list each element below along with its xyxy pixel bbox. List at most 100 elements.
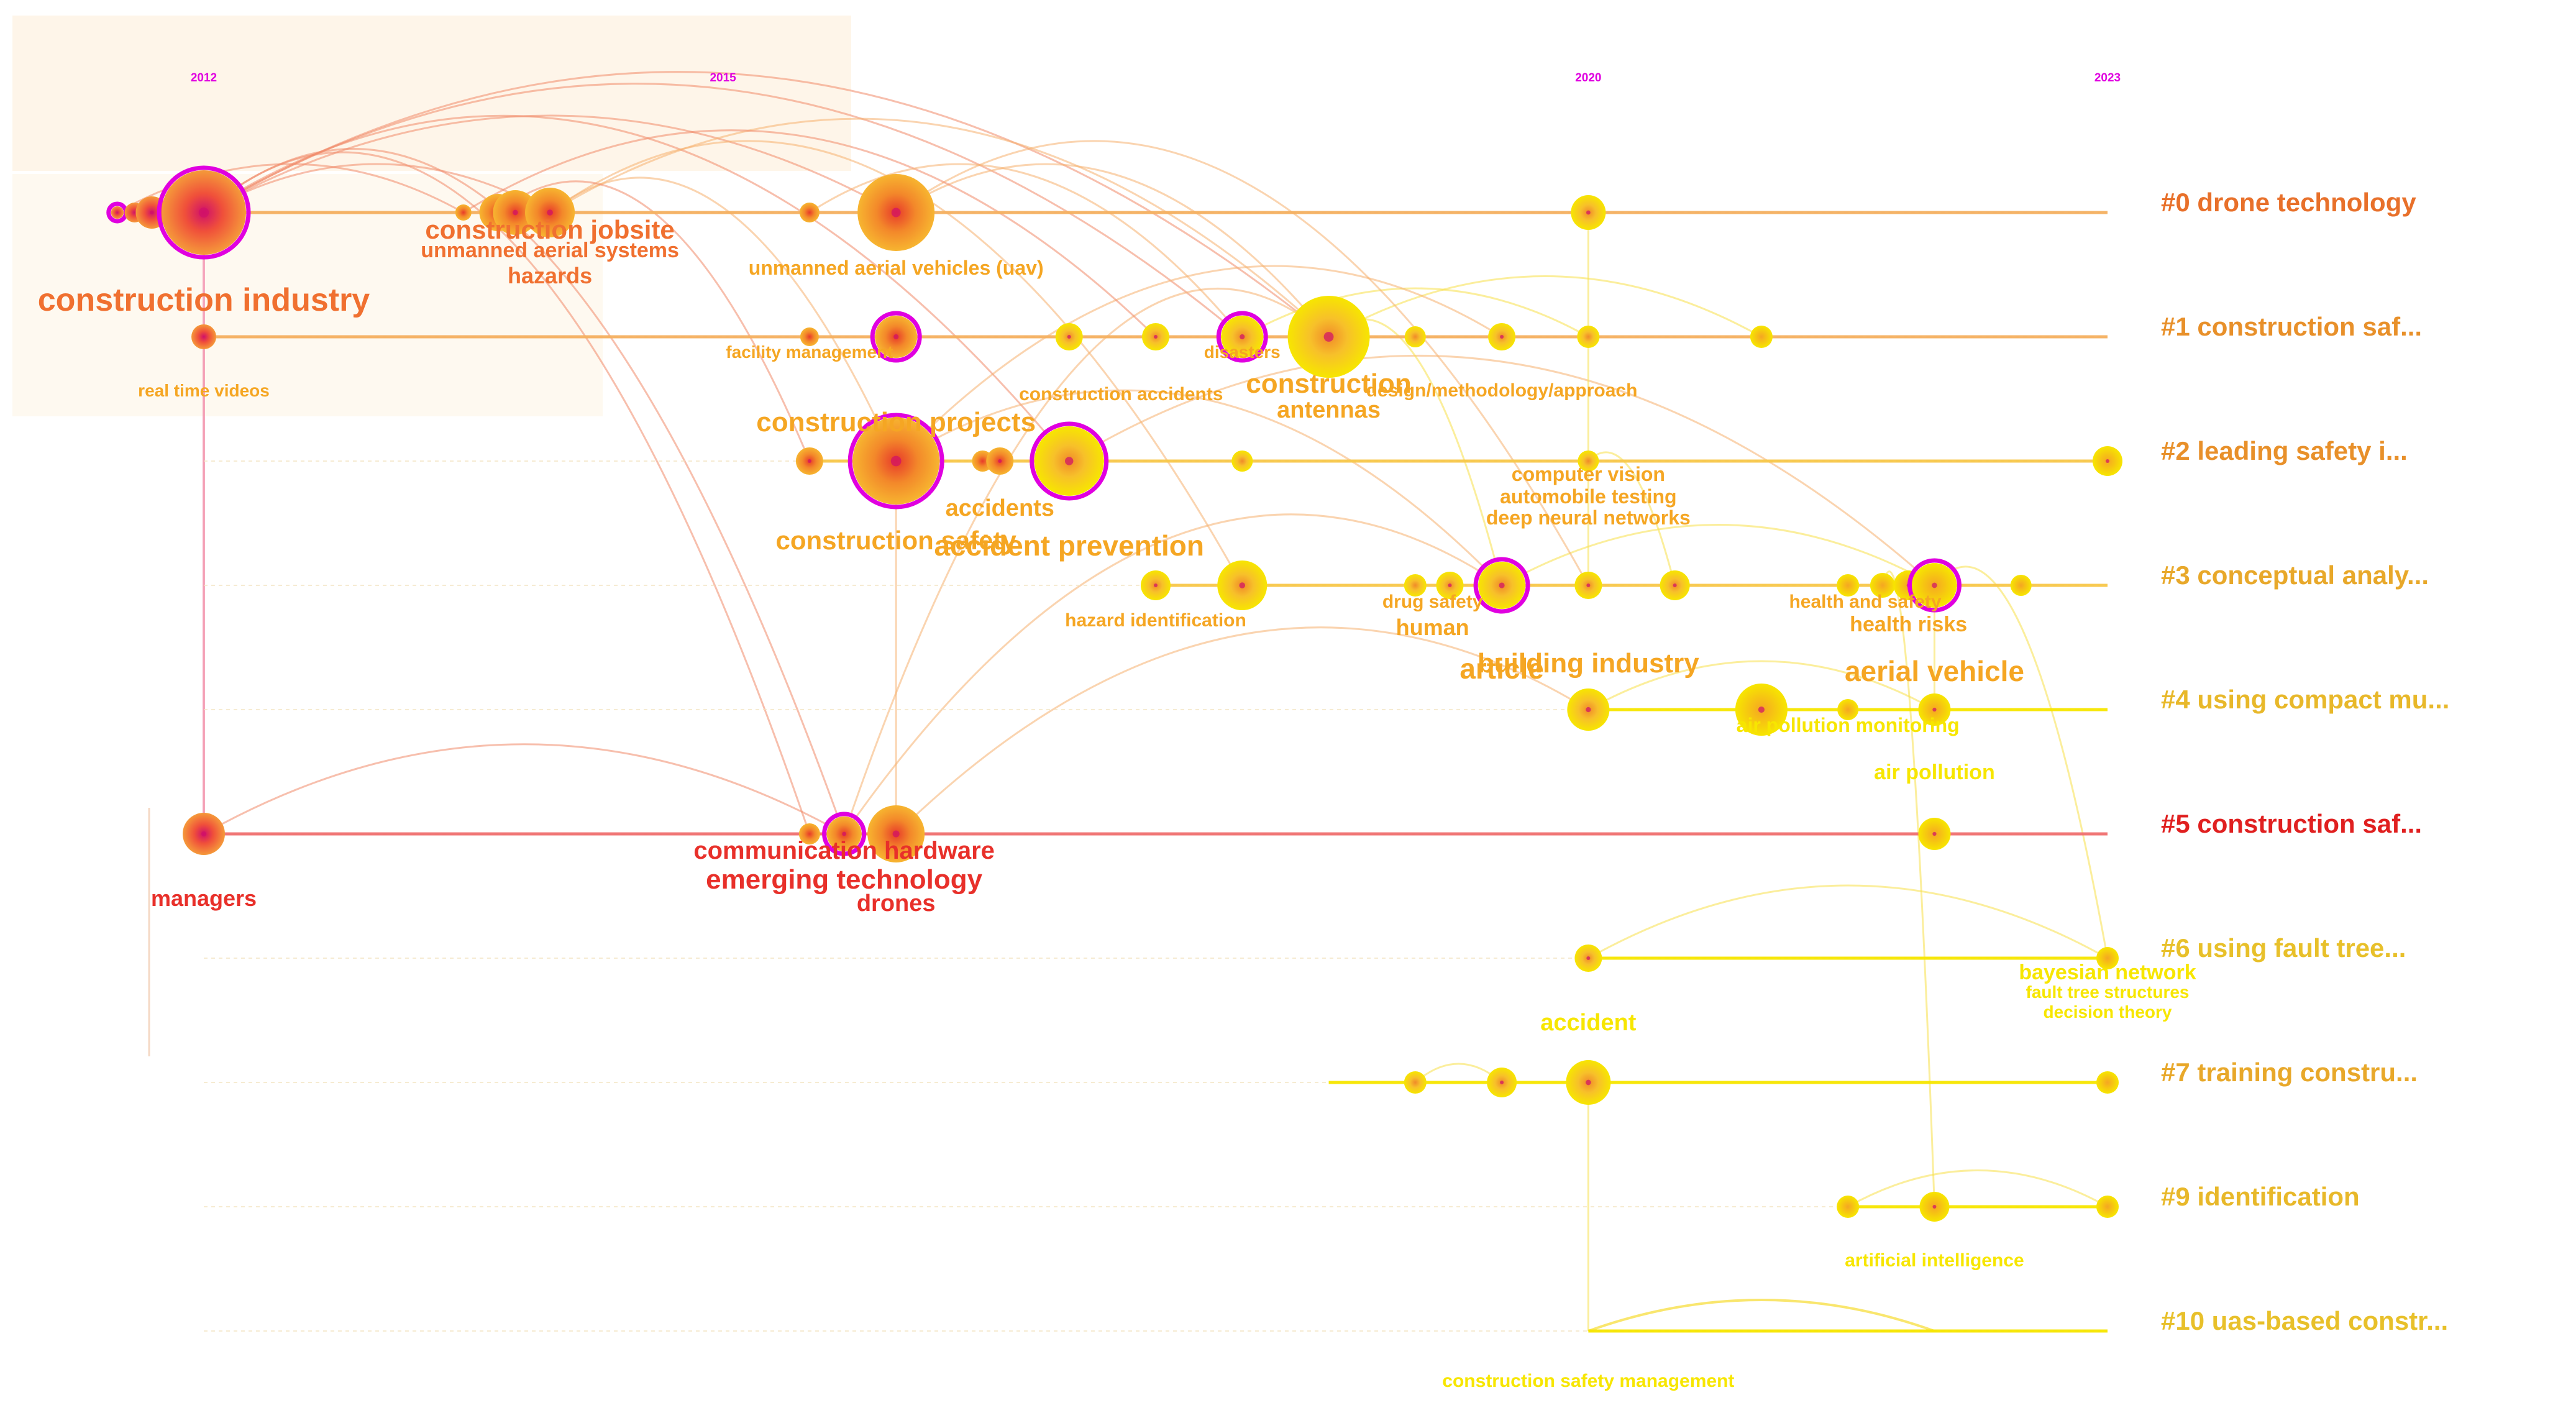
keyword-node[interactable] <box>1217 560 1267 610</box>
cocitation-links <box>116 71 2109 1332</box>
keyword-label: construction projects <box>756 407 1036 437</box>
keyword-node[interactable] <box>1566 1060 1611 1105</box>
keyword-label: construction industry <box>38 282 370 318</box>
keyword-node[interactable] <box>867 805 925 862</box>
keyword-node[interactable] <box>1750 326 1773 348</box>
cocitation-arc <box>1881 570 1935 1207</box>
keyword-node[interactable] <box>493 190 538 235</box>
keyword-node[interactable] <box>1574 572 1602 599</box>
keyword-node[interactable] <box>106 201 129 224</box>
keyword-node[interactable] <box>800 327 819 346</box>
keyword-node[interactable] <box>1404 326 1426 347</box>
keyword-label: deep neural networks <box>1486 506 1691 529</box>
keyword-node[interactable] <box>191 324 216 349</box>
keyword-label: computer vision <box>1512 463 1665 485</box>
keyword-node[interactable] <box>1571 195 1606 230</box>
keyword-label: decision theory <box>2044 1002 2172 1022</box>
keyword-node[interactable] <box>525 188 575 237</box>
keyword-node[interactable] <box>157 165 251 260</box>
keyword-node[interactable] <box>1030 421 1109 501</box>
cluster-label[interactable]: #5 construction saf... <box>2161 809 2422 838</box>
keyword-node[interactable] <box>799 203 820 222</box>
cluster-label[interactable]: #9 identification <box>2161 1182 2360 1211</box>
keyword-node[interactable] <box>1919 1192 1950 1222</box>
keyword-node[interactable] <box>822 812 867 856</box>
cocitation-arc <box>1587 660 1935 711</box>
keyword-node[interactable] <box>986 447 1014 475</box>
cluster-label[interactable]: #2 leading safety i... <box>2161 436 2408 465</box>
keyword-node[interactable] <box>1055 323 1083 350</box>
keyword-node[interactable] <box>798 823 820 844</box>
cocitation-arc <box>203 151 811 835</box>
year-tick-label: 2023 <box>2094 71 2121 85</box>
keyword-node[interactable] <box>1436 572 1464 599</box>
keyword-label: antennas <box>1277 397 1381 423</box>
cluster-label[interactable]: #3 conceptual analy... <box>2161 560 2429 590</box>
keyword-node[interactable] <box>183 813 225 855</box>
keyword-label: air pollution monitoring <box>1737 714 1960 736</box>
keyword-node[interactable] <box>1487 1068 1517 1097</box>
cocitation-arc <box>1587 451 1676 586</box>
year-tick-label: 2020 <box>1575 71 1601 85</box>
keyword-node[interactable] <box>1488 323 1516 350</box>
keyword-node[interactable] <box>1287 296 1370 378</box>
keyword-node[interactable] <box>870 311 922 363</box>
keyword-node[interactable] <box>1473 557 1530 614</box>
cluster-label[interactable]: #7 training constru... <box>2161 1058 2418 1087</box>
keyword-node[interactable] <box>1837 1196 1860 1218</box>
keyword-label: human <box>1396 615 1469 640</box>
keyword-node[interactable] <box>847 413 944 510</box>
keyword-node[interactable] <box>1142 323 1169 350</box>
keyword-label: fault tree structures <box>2026 982 2190 1002</box>
keyword-node[interactable] <box>2096 947 2119 969</box>
keyword-node[interactable] <box>2096 1196 2119 1218</box>
keyword-node[interactable] <box>1735 684 1788 736</box>
keyword-node[interactable] <box>2093 446 2122 476</box>
keyword-node[interactable] <box>1216 311 1268 363</box>
keyword-node[interactable] <box>1141 570 1171 600</box>
keyword-node[interactable] <box>1574 945 1602 972</box>
cocitation-arc <box>809 163 1243 337</box>
cluster-label[interactable]: #1 construction saf... <box>2161 312 2422 341</box>
cocitation-arc <box>203 114 1070 462</box>
keyword-label: hazards <box>508 263 592 288</box>
keyword-label: managers <box>151 885 257 911</box>
cocitation-arc <box>203 83 1243 338</box>
keyword-label: construction safety management <box>1442 1371 1734 1391</box>
cocitation-arc <box>463 129 1157 338</box>
keyword-node[interactable] <box>857 174 935 251</box>
cocitation-arc <box>1328 275 1762 338</box>
keyword-node[interactable] <box>1907 558 1962 613</box>
keyword-label: artificial intelligence <box>1845 1250 2024 1271</box>
cocitation-arc <box>203 114 897 214</box>
keyword-node[interactable] <box>1404 1071 1427 1094</box>
cluster-label[interactable]: #10 uas-based constr... <box>2161 1306 2448 1335</box>
keyword-node[interactable] <box>2096 1071 2119 1094</box>
cluster-label[interactable]: #4 using compact mu... <box>2161 685 2449 714</box>
keyword-node[interactable] <box>1577 326 1600 348</box>
cluster-label[interactable]: #0 drone technology <box>2161 188 2416 217</box>
keyword-node[interactable] <box>1578 451 1599 472</box>
keyword-label: bayesian network <box>2019 961 2196 984</box>
keyword-node[interactable] <box>1918 693 1951 726</box>
keyword-node[interactable] <box>1837 699 1859 720</box>
keyword-node[interactable] <box>1567 688 1610 731</box>
keyword-node[interactable] <box>2010 575 2032 596</box>
cocitation-arc <box>843 287 1330 835</box>
keyword-label: accident prevention <box>934 529 1204 562</box>
cocitation-arc <box>1587 884 2108 959</box>
keyword-node[interactable] <box>1837 574 1860 597</box>
cocitation-arc <box>843 513 1502 835</box>
cocitation-arc <box>895 163 1330 337</box>
keyword-node[interactable] <box>795 447 823 475</box>
keyword-node[interactable] <box>455 204 472 221</box>
cluster-label[interactable]: #6 using fault tree... <box>2161 933 2406 963</box>
keyword-node[interactable] <box>1918 818 1951 850</box>
keyword-label: health risks <box>1850 613 1967 636</box>
cocitation-arc <box>895 265 1502 462</box>
keyword-node[interactable] <box>1660 570 1690 600</box>
keyword-node[interactable] <box>1404 574 1427 597</box>
keyword-node[interactable] <box>1870 573 1895 598</box>
keyword-node[interactable] <box>1231 451 1253 472</box>
